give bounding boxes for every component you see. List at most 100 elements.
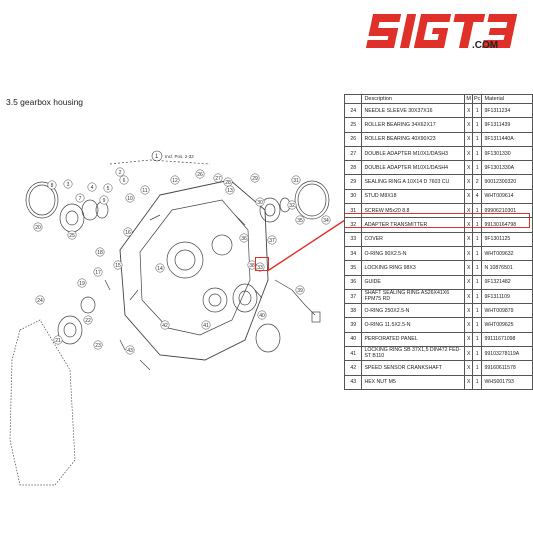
callout-number[interactable]: 33: [257, 265, 263, 271]
callout-number[interactable]: 27: [215, 176, 221, 182]
cell-m: X: [464, 145, 473, 162]
callout-circle: [140, 185, 150, 195]
callout-number[interactable]: 13: [227, 188, 233, 194]
header-pc: Pc: [471, 94, 483, 104]
cell-pos: 38: [343, 303, 363, 319]
cell-desc: O-RING 250X2.5-N: [361, 303, 466, 319]
callout-number[interactable]: 4: [91, 185, 94, 191]
callout-number[interactable]: 31: [293, 178, 299, 184]
callout-number[interactable]: 24: [37, 298, 43, 304]
callout-number[interactable]: 22: [85, 318, 91, 324]
callout-number[interactable]: 20: [35, 225, 41, 231]
callout-circle: [321, 215, 331, 225]
cell-mat: WHT009632: [481, 245, 533, 262]
callout-number[interactable]: 17: [95, 270, 101, 276]
cell-desc: SEALING RING A 10X14 D 7603 CU: [361, 174, 466, 190]
callout-number[interactable]: 11: [142, 188, 147, 194]
cell-m: X: [464, 160, 473, 176]
cell-pos: 26: [343, 131, 363, 147]
callout-number[interactable]: 16: [125, 230, 131, 236]
cell-m: X: [464, 374, 473, 390]
callout-number[interactable]: 5: [107, 186, 110, 192]
callout-number[interactable]: 25: [69, 233, 75, 239]
callout-number[interactable]: 30: [257, 200, 263, 206]
callout-number[interactable]: 15: [115, 263, 121, 269]
callout-number[interactable]: 3: [67, 182, 70, 188]
callout-number[interactable]: 26: [197, 172, 203, 178]
callout-number[interactable]: 23: [95, 343, 101, 349]
callout-number[interactable]: 28: [225, 180, 231, 186]
callout-circle: [125, 345, 135, 355]
callout-circle: [170, 175, 180, 185]
cell-pc: 1: [471, 274, 483, 290]
callout-number[interactable]: 42: [162, 323, 168, 329]
cell-pos: 43: [343, 374, 363, 390]
callout-number[interactable]: 2: [119, 170, 122, 176]
cell-mat: 99906210301: [481, 203, 533, 219]
callout-circle: [47, 180, 57, 190]
cell-pc: 1: [471, 217, 483, 233]
callout-number[interactable]: 38: [249, 263, 255, 269]
callout-number[interactable]: 18: [97, 250, 103, 256]
selected-part-callout[interactable]: [255, 257, 269, 271]
callout-number[interactable]: 19: [79, 281, 85, 287]
callout-circle: [77, 278, 87, 288]
callout-number[interactable]: 21: [55, 338, 61, 344]
cell-mat: 9F1311439: [481, 117, 533, 133]
callout-circle: [75, 193, 85, 203]
callout-circle: [295, 215, 305, 225]
callout-number[interactable]: 10: [127, 196, 133, 202]
table-header: Description M Pc Material: [343, 94, 533, 104]
callout-number[interactable]: 36: [241, 236, 247, 242]
cell-pc: 1: [471, 160, 483, 176]
cell-desc: LOCKING RING SB 37X1,5 DIN472 FED-ST B11…: [361, 346, 466, 362]
callout-number[interactable]: 39: [297, 288, 303, 294]
callout-number[interactable]: 37: [269, 238, 275, 244]
cell-mat: 9F1311440A: [481, 131, 533, 147]
callout-circle: [213, 173, 223, 183]
callout-number[interactable]: 7: [79, 196, 82, 202]
callout-number[interactable]: 41: [203, 323, 209, 329]
callout-number[interactable]: 32: [289, 203, 295, 209]
callout-number[interactable]: 14: [157, 266, 163, 272]
cell-mat: 9F1311234: [481, 102, 533, 119]
callout-number[interactable]: 35: [297, 218, 303, 224]
callout-number[interactable]: 9: [103, 198, 106, 204]
callout-circle: [295, 285, 305, 295]
cell-pc: 1: [471, 260, 483, 276]
callout-number[interactable]: 43: [127, 348, 133, 354]
callout-number[interactable]: 6: [123, 178, 126, 184]
callout-number[interactable]: 29: [252, 176, 258, 182]
cell-m: X: [464, 288, 473, 305]
note-callout: 1: [155, 154, 159, 160]
cell-pos: 34: [343, 245, 363, 262]
cell-pc: 1: [471, 245, 483, 262]
cell-pos: 40: [343, 331, 363, 348]
callout-number[interactable]: 8: [51, 183, 54, 189]
callout-number[interactable]: 12: [172, 178, 178, 184]
callout-number[interactable]: 34: [323, 218, 329, 224]
callout-number[interactable]: 40: [259, 313, 265, 319]
cell-pc: 1: [471, 131, 483, 147]
